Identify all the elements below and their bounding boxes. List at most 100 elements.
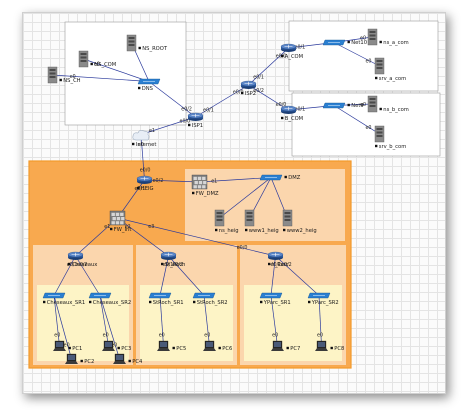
- node-fw-dmz[interactable]: FW_DMZ: [191, 174, 219, 197]
- node-yparc-sr2[interactable]: YParc_SR2: [307, 292, 339, 306]
- link-ns_ch-dns[interactable]: [52, 74, 150, 82]
- node-srv-a-com[interactable]: srv_a_com: [374, 57, 406, 82]
- interface-label: e3: [148, 224, 154, 230]
- link-yparc_sr1-pc7[interactable]: [270, 295, 278, 347]
- link-cheseaux-cheseaux_sr1[interactable]: [53, 255, 76, 296]
- node-pc3[interactable]: PC3: [102, 340, 131, 352]
- node-y-parc[interactable]: Y_Parc: [267, 251, 289, 268]
- node-pc8[interactable]: PC8: [315, 340, 344, 352]
- node-srv-b-com[interactable]: srv_b_com: [374, 125, 406, 150]
- link-isp2-a_com[interactable]: [248, 47, 289, 86]
- link-net9-srv_b_com[interactable]: [333, 105, 380, 135]
- link-fw_int-y_parc[interactable]: [117, 217, 276, 257]
- node-www1-heig[interactable]: www1_heig: [244, 209, 279, 234]
- topology-canvas[interactable]: e0e0e0/2e0/1e0/0e0/1e0/0e0/2e0/0e0/1e0e0…: [22, 12, 446, 394]
- node-dns[interactable]: DNS: [137, 78, 161, 92]
- node-ns-com[interactable]: NS_COM: [78, 50, 116, 68]
- laptop-icon: [53, 340, 66, 351]
- node-yparc-sr1[interactable]: YParc_SR1: [259, 292, 291, 306]
- node-net9[interactable]: Net9: [322, 102, 364, 109]
- node-www2-heig[interactable]: www2_heig: [282, 209, 317, 234]
- bullet-icon: [172, 346, 175, 350]
- node-cheseaux-sr2[interactable]: Cheseaux_SR2: [88, 292, 131, 306]
- link-yparc_sr2-pc8[interactable]: [318, 295, 322, 347]
- link-cheseaux_sr2-pc3[interactable]: [99, 295, 109, 347]
- server-icon: [47, 66, 58, 84]
- bullet-icon: [117, 346, 120, 350]
- node-st-roch[interactable]: St_Roch: [160, 251, 185, 268]
- node-pc1[interactable]: PC1: [53, 340, 82, 352]
- switch-icon: [307, 292, 331, 299]
- node-net10[interactable]: Net10: [322, 39, 367, 46]
- interface-label: e0/2: [181, 107, 192, 113]
- link-internet-heig[interactable]: [140, 134, 145, 181]
- interface-label: e0: [64, 343, 70, 349]
- node-label: DNS: [142, 86, 153, 92]
- node-cheseaux-sr1[interactable]: Cheseaux_SR1: [42, 292, 85, 306]
- link-net10-srv_a_com[interactable]: [333, 42, 380, 67]
- link-cheseaux_sr2-pc4[interactable]: [99, 295, 120, 360]
- node-internet[interactable]: Internet: [132, 130, 156, 148]
- node-label: Net10: [351, 40, 367, 46]
- node-heig[interactable]: HEIG: [136, 175, 154, 192]
- link-st_roch-stroch_sr2[interactable]: [168, 255, 205, 296]
- node-stroch-sr1[interactable]: StRoch_SR1: [148, 292, 184, 306]
- bullet-icon: [89, 300, 92, 304]
- node-label: B_COM: [285, 116, 303, 122]
- link-fw_dmz-dmz[interactable]: [199, 177, 272, 183]
- link-isp1-isp2[interactable]: [195, 84, 249, 118]
- server-icon: [367, 28, 378, 46]
- node-ns-heig[interactable]: ns_heig: [214, 209, 239, 234]
- bullet-icon: [161, 262, 164, 266]
- link-cheseaux_sr1-pc1[interactable]: [53, 295, 60, 347]
- switch-icon: [322, 102, 346, 109]
- node-label: ISP2: [245, 91, 256, 97]
- node-label: PC4: [132, 359, 143, 365]
- node-cheseaux[interactable]: Cheseaux: [67, 251, 97, 268]
- node-pc6[interactable]: PC6: [203, 340, 232, 352]
- link-cheseaux-cheseaux_sr2[interactable]: [75, 255, 101, 296]
- link-y_parc-yparc_sr2[interactable]: [275, 255, 320, 296]
- link-st_roch-stroch_sr1[interactable]: [159, 255, 169, 296]
- link-stroch_sr1-pc5[interactable]: [159, 295, 164, 347]
- node-pc7[interactable]: PC7: [271, 340, 300, 352]
- interface-label: e0/2: [172, 262, 183, 268]
- node-ns-a-com[interactable]: ns_a_com: [367, 28, 409, 46]
- bullet-icon: [283, 228, 286, 232]
- node-a-com[interactable]: A_COM: [280, 43, 303, 60]
- link-ns_com-dns[interactable]: [83, 58, 150, 82]
- bullet-icon: [308, 300, 311, 304]
- link-y_parc-yparc_sr1[interactable]: [270, 255, 276, 296]
- node-stroch-sr2[interactable]: StRoch_SR2: [192, 292, 228, 306]
- switch-icon: [137, 78, 161, 85]
- node-pc5[interactable]: PC5: [157, 340, 186, 352]
- node-fw-int[interactable]: FW_Int: [109, 210, 131, 233]
- node-pc2[interactable]: PC2: [65, 353, 94, 365]
- interface-label: e0/1: [295, 107, 306, 113]
- node-isp2[interactable]: ISP2: [240, 80, 257, 97]
- interface-label: e0: [317, 332, 323, 338]
- router-icon: [280, 105, 297, 114]
- link-isp2-b_com[interactable]: [248, 84, 289, 111]
- link-heig-fw_dmz[interactable]: [144, 179, 200, 183]
- link-fw_int-st_roch[interactable]: [117, 217, 169, 257]
- link-stroch_sr2-pc6[interactable]: [203, 295, 210, 347]
- bullet-icon: [281, 116, 284, 120]
- link-internet-isp1[interactable]: [140, 116, 196, 135]
- bullet-icon: [132, 142, 135, 146]
- node-ns-ch[interactable]: NS_CH: [47, 66, 81, 84]
- node-b-com[interactable]: B_COM: [280, 105, 303, 122]
- interface-label: e0/0: [180, 118, 191, 124]
- link-dns-isp1[interactable]: [148, 81, 196, 118]
- bullet-icon: [138, 86, 141, 90]
- node-dmz[interactable]: DMZ: [259, 174, 301, 181]
- node-ns-b-com[interactable]: ns_b_com: [367, 95, 409, 113]
- node-ns-root[interactable]: NS_ROOT: [126, 34, 168, 52]
- node-label: YParc_SR2: [311, 300, 339, 306]
- node-pc4[interactable]: PC4: [113, 353, 143, 365]
- node-label: PC7: [290, 346, 300, 352]
- node-isp1[interactable]: ISP1: [187, 112, 204, 129]
- firewall-icon: [191, 174, 208, 190]
- interface-label: e0/2: [281, 262, 292, 268]
- link-dmz-ns_heig[interactable]: [219, 177, 272, 219]
